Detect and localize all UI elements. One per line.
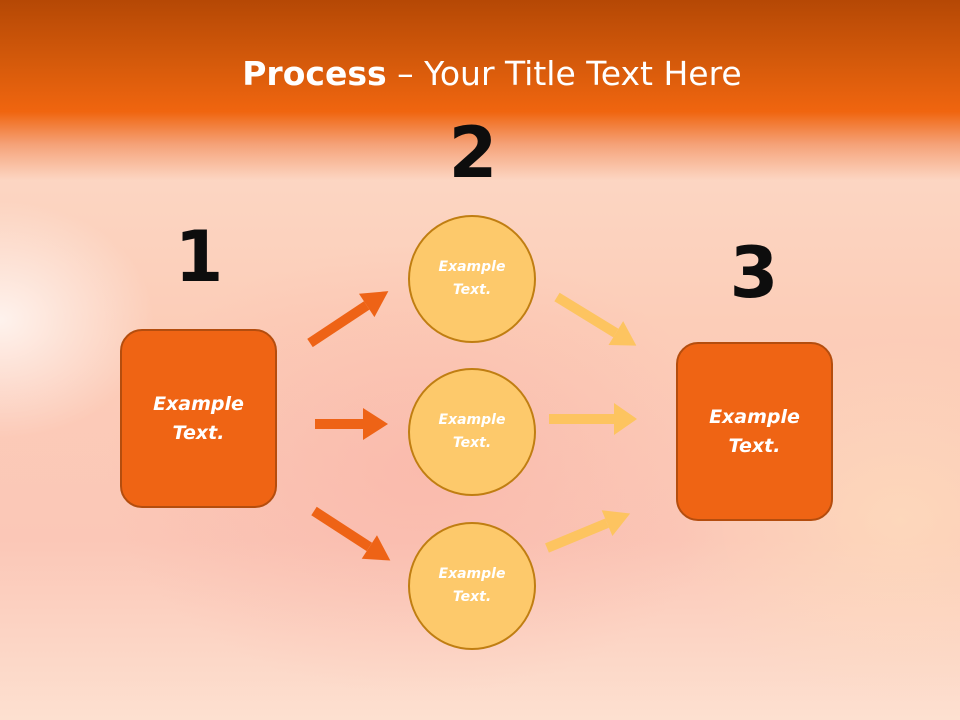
step-1-box: Example Text. [120,329,277,508]
title-bold: Process [242,54,387,93]
slide-title: Process – Your Title Text Here [0,52,960,96]
step-2-circle-bottom: Example Text. [408,522,536,650]
step-2-circle-top: Example Text. [408,215,536,343]
arrow-box1-to-circle-bottom [311,506,391,561]
title-rest: – Your Title Text Here [386,54,742,93]
circle-middle-text-line2: Text. [452,435,492,451]
step-number-3: 3 [729,232,779,314]
step-3-box: Example Text. [676,342,833,521]
step-2-circle-middle: Example Text. [408,368,536,496]
circle-bottom-text-line2: Text. [452,589,492,605]
step-1-text-line2: Text. [172,421,225,444]
step-3-text-line1: Example [709,405,800,428]
step-3-text-line2: Text. [728,434,781,457]
arrow-circle-top-to-box3 [554,292,637,346]
circle-top-text-line1: Example [438,259,506,275]
arrow-circle-bottom-to-box3 [545,510,631,553]
step-number-1: 1 [174,216,224,298]
arrow-circle-middle-to-box3 [549,403,637,435]
arrow-box1-to-circle-top [307,291,389,348]
circle-top-text-line2: Text. [452,282,492,298]
arrow-box1-to-circle-middle [315,408,388,440]
step-number-2: 2 [448,112,498,194]
circle-middle-text-line1: Example [438,412,506,428]
step-1-text-line1: Example [153,392,244,415]
header-band [0,0,960,180]
circle-bottom-text-line1: Example [438,566,506,582]
